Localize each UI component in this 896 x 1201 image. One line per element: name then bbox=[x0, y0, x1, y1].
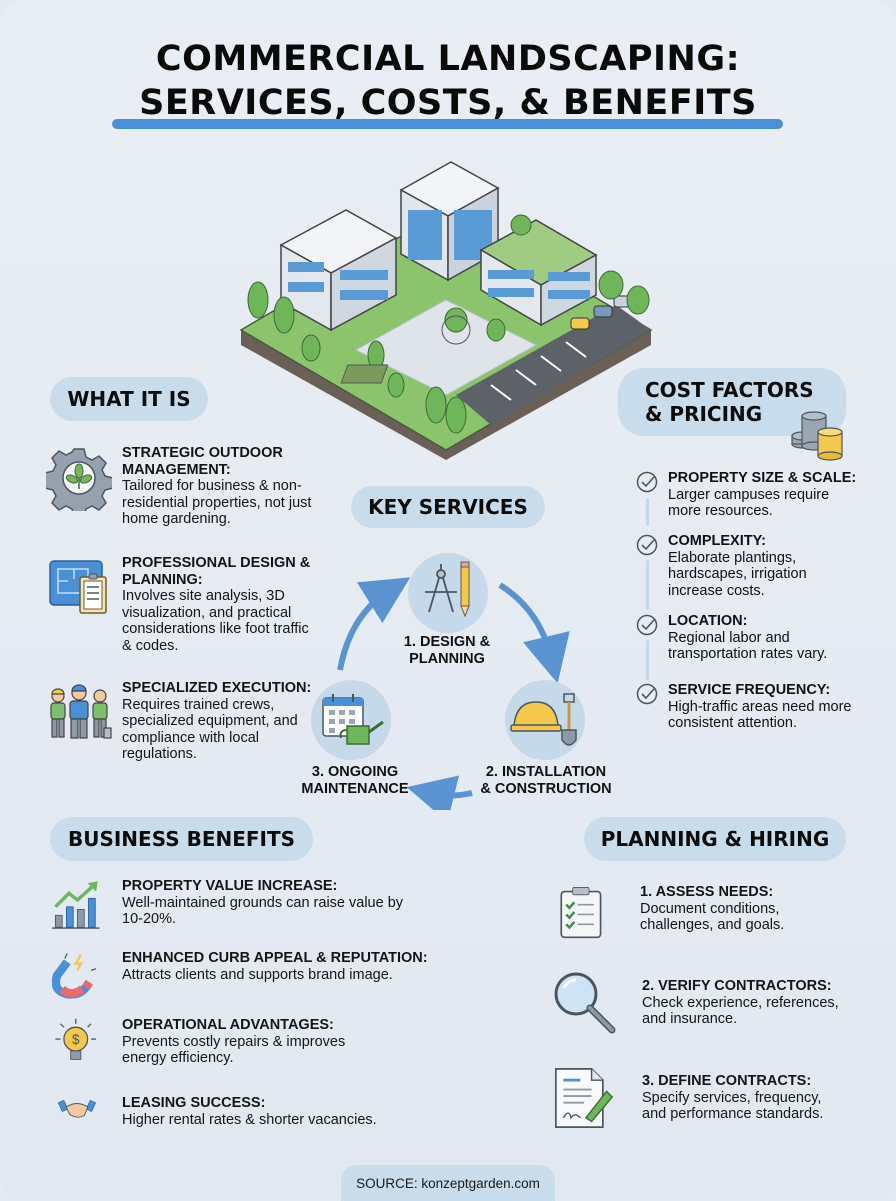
hardhat-shovel-icon bbox=[510, 693, 577, 746]
calendar-watering-can-icon bbox=[322, 694, 384, 745]
cost-item-title: COMPLEXITY: bbox=[668, 533, 767, 549]
what-item-specialized-execution: SPECIALIZED EXECUTION: Requires trained … bbox=[46, 680, 316, 763]
page-title-line1: COMMERCIAL LANDSCAPING: bbox=[155, 39, 741, 79]
item-title: SPECIALIZED EXECUTION: bbox=[122, 680, 312, 696]
svg-text:$: $ bbox=[72, 1032, 80, 1047]
cost-item-title: LOCATION: bbox=[668, 613, 748, 629]
benefit-title: PROPERTY VALUE INCREASE: bbox=[122, 878, 338, 894]
cost-item-property-size: PROPERTY SIZE & SCALE: Larger campuses r… bbox=[636, 470, 856, 520]
commercial-campus-illustration bbox=[239, 161, 653, 460]
title-underline bbox=[112, 119, 783, 129]
check-circle-icon bbox=[636, 534, 658, 556]
benefit-item-operational: $ OPERATIONAL ADVANTAGES: Prevents costl… bbox=[52, 1017, 432, 1073]
compass-pencil-icon bbox=[425, 561, 470, 618]
benefit-item-leasing: LEASING SUCCESS: Higher rental rates & s… bbox=[52, 1095, 432, 1135]
magnifying-glass-icon bbox=[554, 972, 616, 1034]
cost-connector-line bbox=[646, 640, 649, 680]
item-title: PROFESSIONAL DESIGN & PLANNING: bbox=[122, 555, 311, 588]
benefit-body: Attracts clients and supports brand imag… bbox=[122, 966, 393, 983]
cost-item-body: Elaborate plantings, hardscapes, irrigat… bbox=[668, 549, 807, 599]
checklist-clipboard-icon bbox=[560, 887, 602, 939]
hiring-item-verify-contractors: 2. VERIFY CONTRACTORS: Check experience,… bbox=[552, 970, 882, 1036]
signed-contract-icon bbox=[555, 1068, 614, 1128]
section-header-business-benefits: BUSINESS BENEFITS bbox=[50, 817, 313, 861]
check-circle-icon bbox=[636, 471, 658, 493]
hiring-body: Document conditions, challenges, and goa… bbox=[640, 900, 785, 934]
hiring-body: Check experience, references, and insura… bbox=[642, 994, 839, 1028]
hiring-title: 3. DEFINE CONTRACTS: bbox=[642, 1073, 812, 1089]
service-cycle-arrows bbox=[337, 577, 570, 810]
cost-heading-line1: COST FACTORS bbox=[645, 378, 814, 402]
cost-item-location: LOCATION: Regional labor and transportat… bbox=[636, 613, 858, 663]
hiring-item-assess-needs: 1. ASSESS NEEDS: Document conditions, ch… bbox=[558, 878, 878, 946]
rising-bar-chart-icon bbox=[52, 881, 100, 929]
item-title: STRATEGIC OUTDOOR MANAGEMENT: bbox=[122, 445, 283, 478]
hiring-body: Specify services, frequency, and perform… bbox=[642, 1089, 824, 1123]
service-step-3-label: 3. ONGOING MAINTENANCE bbox=[301, 764, 409, 797]
lightbulb-dollar-icon: $ bbox=[55, 1018, 97, 1060]
cost-heading-line2: & PRICING bbox=[645, 402, 763, 426]
cost-item-body: High-traffic areas need more consistent … bbox=[668, 698, 852, 732]
hiring-item-define-contracts: 3. DEFINE CONTRACTS: Specify services, f… bbox=[554, 1065, 884, 1131]
blueprint-clipboard-icon bbox=[49, 560, 107, 614]
cost-item-body: Larger campuses require more resources. bbox=[668, 486, 830, 520]
cost-item-title: SERVICE FREQUENCY: bbox=[668, 682, 831, 698]
cost-connector-line bbox=[646, 560, 649, 610]
source-credit: SOURCE: konzeptgarden.com bbox=[341, 1165, 555, 1201]
item-body: Involves site analysis, 3D visualization… bbox=[122, 588, 309, 654]
coin-stacks-icon bbox=[791, 411, 843, 461]
section-header-planning-hiring: PLANNING & HIRING bbox=[584, 817, 846, 861]
check-circle-icon bbox=[636, 614, 658, 636]
benefit-body: Prevents costly repairs & improves energ… bbox=[122, 1033, 346, 1067]
benefit-title: ENHANCED CURB APPEAL & REPUTATION: bbox=[122, 950, 428, 966]
handshake-icon bbox=[57, 1099, 97, 1118]
benefit-title: OPERATIONAL ADVANTAGES: bbox=[122, 1017, 334, 1033]
what-item-design-planning: PROFESSIONAL DESIGN & PLANNING: Involves… bbox=[46, 555, 316, 654]
service-step-2-label: 2. INSTALLATION & CONSTRUCTION bbox=[480, 764, 612, 797]
cost-item-body: Regional labor and transportation rates … bbox=[668, 629, 828, 663]
crew-workers-icon bbox=[50, 684, 112, 739]
benefit-item-property-value: PROPERTY VALUE INCREASE: Well-maintained… bbox=[52, 878, 432, 934]
hiring-title: 1. ASSESS NEEDS: bbox=[640, 884, 774, 900]
benefit-body: Well-maintained grounds can raise value … bbox=[122, 894, 404, 928]
section-header-what-it-is: WHAT IT IS bbox=[50, 377, 208, 421]
gear-plant-icon bbox=[46, 448, 112, 511]
benefit-body: Higher rental rates & shorter vacancies. bbox=[122, 1111, 377, 1128]
benefit-title: LEASING SUCCESS: bbox=[122, 1095, 266, 1111]
cost-item-service-frequency: SERVICE FREQUENCY: High-traffic areas ne… bbox=[636, 682, 858, 732]
check-circle-icon bbox=[636, 683, 658, 705]
what-item-strategic-management: STRATEGIC OUTDOOR MANAGEMENT: Tailored f… bbox=[46, 445, 316, 528]
cost-connector-line bbox=[646, 498, 649, 526]
cost-item-title: PROPERTY SIZE & SCALE: bbox=[668, 470, 857, 486]
page-title-line2: SERVICES, COSTS, & BENEFITS bbox=[139, 83, 757, 123]
service-step-1-label: 1. DESIGN & PLANNING bbox=[403, 634, 491, 667]
item-body: Requires trained crews, specialized equi… bbox=[122, 696, 298, 763]
section-header-key-services: KEY SERVICES bbox=[351, 486, 545, 528]
item-body: Tailored for business & non-residential … bbox=[122, 478, 312, 527]
cost-item-complexity: COMPLEXITY: Elaborate plantings, hardsca… bbox=[636, 533, 828, 599]
benefit-item-curb-appeal: ENHANCED CURB APPEAL & REPUTATION: Attra… bbox=[52, 950, 432, 1006]
hiring-title: 2. VERIFY CONTRACTORS: bbox=[642, 978, 832, 994]
magnet-icon bbox=[52, 953, 97, 999]
